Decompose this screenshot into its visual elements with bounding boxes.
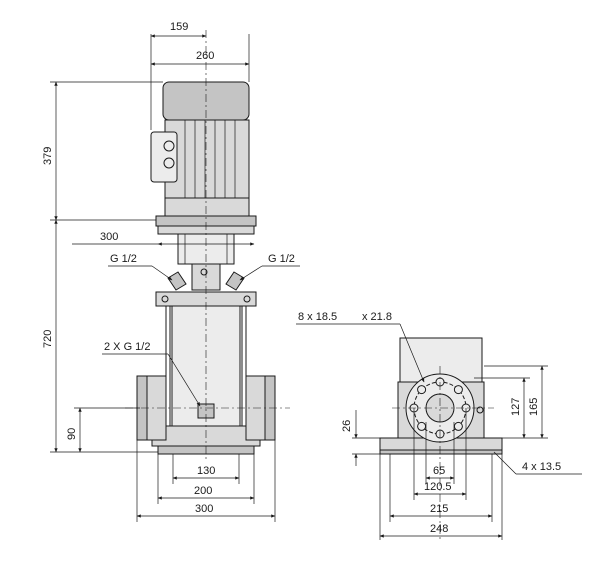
dim-motor-height: 379 [42, 147, 54, 165]
label-vent-left: G 1/2 [110, 253, 137, 265]
terminal-box [150, 131, 178, 183]
bolt-hole-icon [409, 377, 471, 439]
dim-port-spacing: 130 [197, 465, 215, 477]
dim-motor-width: 260 [196, 50, 214, 62]
dim-flange-height: 26 [341, 420, 353, 432]
dim-bolt-spacing: 120.5 [424, 481, 452, 493]
dim-motor-depth: 159 [170, 21, 188, 33]
dim-foot-inner: 215 [430, 503, 448, 515]
label-vent-right: G 1/2 [268, 253, 295, 265]
dim-overall-width: 300 [195, 503, 213, 515]
dim-bore: 65 [433, 465, 445, 477]
dim-inlet-height: 90 [66, 428, 78, 440]
cable-gland-icon [163, 157, 175, 169]
label-bolt-holes: 8 x 18.5 [298, 311, 337, 323]
flange-view: 8 x 18.5 x 21.8 127 165 26 4 x 13.5 65 1… [296, 311, 582, 540]
dim-base-width: 200 [194, 485, 212, 497]
dim-bolt-circle-inner: 127 [510, 398, 522, 416]
dim-flange-width: 300 [100, 231, 118, 243]
cable-gland-icon [163, 140, 175, 152]
label-slot: x 21.8 [362, 311, 392, 323]
label-drain: 2 X G 1/2 [104, 341, 150, 353]
dim-foot-outer: 248 [430, 523, 448, 535]
front-view: 159 260 379 720 90 300 G 1/2 G 1/2 2 X G… [42, 21, 300, 522]
dim-bolt-circle-outer: 165 [528, 398, 540, 416]
motor [150, 81, 257, 227]
label-foot-holes: 4 x 13.5 [522, 461, 561, 473]
dim-base-to-motor-height: 720 [42, 330, 54, 348]
